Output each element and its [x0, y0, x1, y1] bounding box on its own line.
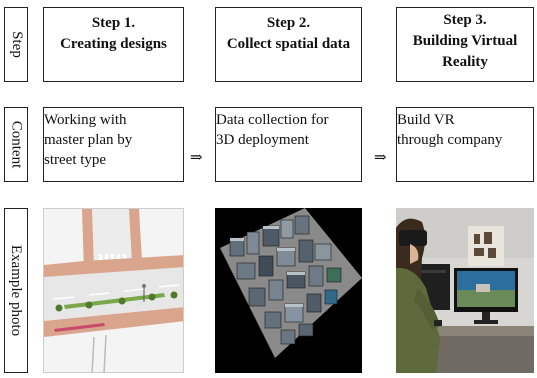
photo-street-plan [43, 208, 184, 373]
city-model-illustration [215, 208, 362, 373]
content-2-line2: 3D deployment [216, 132, 309, 148]
row-label-content-text: Content [8, 120, 25, 169]
step-1-number: Step 1. [91, 15, 136, 31]
row-label-photo: Example photo [4, 208, 28, 373]
row-label-step-text: Step [8, 31, 25, 58]
arrow-2: ⇒ [374, 150, 387, 166]
content-2-line1: Data collection for [216, 112, 329, 128]
content-1-line1: Working with [44, 112, 127, 128]
photo-vr-user [396, 208, 534, 373]
row-label-step: Step [4, 7, 28, 82]
step-2-box: Step 2. Collect spatial data [215, 7, 362, 82]
street-plan-illustration [44, 209, 183, 372]
step-2-title: Collect spatial data [226, 36, 351, 52]
step-2-number: Step 2. [266, 15, 311, 31]
content-3-box: Build VR through company [396, 107, 534, 182]
content-1-line2: master plan by [44, 132, 133, 148]
row-label-photo-text: Example photo [8, 244, 25, 337]
arrow-1: ⇒ [190, 150, 203, 166]
step-3-title-line2: Reality [442, 54, 488, 70]
content-3-line2: through company [397, 132, 503, 148]
vr-scene-illustration [396, 208, 534, 373]
content-1-line3: street type [44, 152, 107, 168]
row-label-content: Content [4, 107, 28, 182]
step-1-box: Step 1. Creating designs [43, 7, 184, 82]
content-3-line1: Build VR [397, 112, 455, 128]
content-1-box: Working with master plan by street type [43, 107, 184, 182]
step-3-box: Step 3. Building Virtual Reality [396, 7, 534, 82]
content-2-box: Data collection for 3D deployment [215, 107, 362, 182]
step-3-number: Step 3. [443, 12, 487, 28]
step-1-title: Creating designs [60, 36, 167, 52]
step-3-title: Building Virtual [412, 33, 518, 49]
photo-3d-model [215, 208, 362, 373]
